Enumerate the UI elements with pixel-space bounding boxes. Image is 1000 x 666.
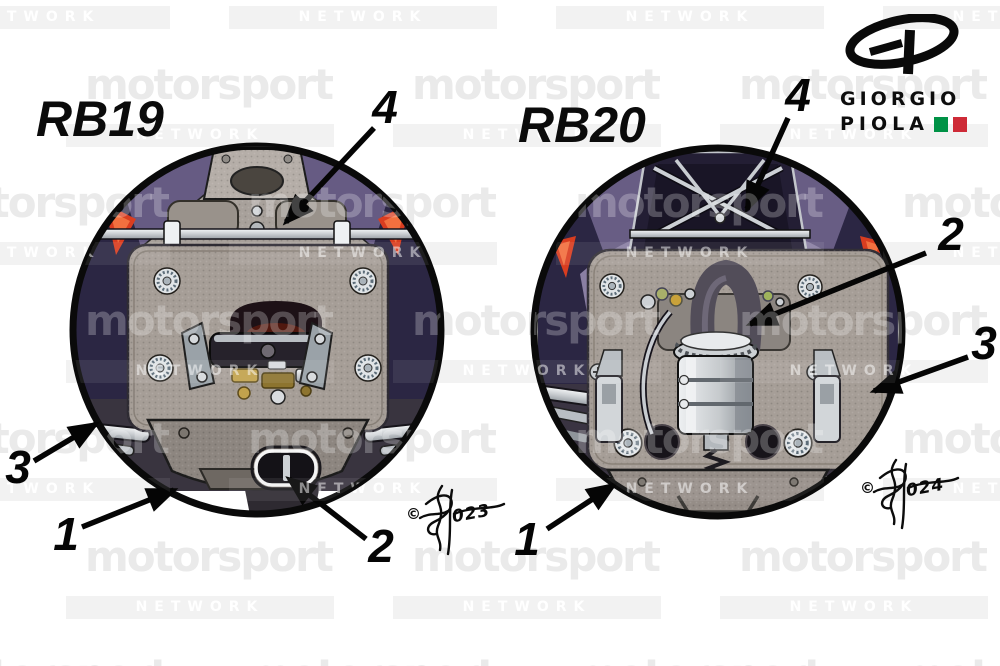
gp-monogram-icon (845, 13, 959, 75)
watermark-network: NETWORK (66, 596, 334, 619)
rb19-washer (145, 353, 175, 383)
signature-rb19: © 023 (400, 478, 506, 568)
signature-copyright: © (406, 505, 421, 523)
rb20-illustration (530, 144, 906, 520)
rb20-circle-ring (530, 144, 906, 520)
watermark-network: NETWORK (393, 596, 661, 619)
rb19-antiroll-bar (73, 220, 441, 248)
watermark-word: motorsport (902, 650, 1000, 666)
model-label-rb19: RB19 (36, 91, 164, 147)
callout-3-rb19: 3 (5, 441, 31, 493)
watermark-word: motorsport (575, 650, 822, 666)
callout-2-rb19: 2 (368, 520, 394, 572)
watermark-network: NETWORK (720, 596, 988, 619)
watermark-word: motorsport (0, 650, 170, 666)
watermark-network: NETWORK (229, 6, 497, 29)
watermark-word: motorsport (902, 650, 1000, 666)
watermark-word: motorsport (575, 650, 824, 666)
callout-2-rb20: 2 (938, 208, 964, 260)
italian-flag-green (933, 116, 948, 132)
watermark-network: NETWORK (66, 596, 334, 619)
rb20-floor-hole (745, 424, 781, 460)
callout-1-rb20: 1 (514, 513, 540, 565)
watermark-network: NETWORK (556, 6, 824, 29)
logo-name-line1: GIORGIO (840, 88, 961, 110)
watermark-network: NETWORK (229, 6, 497, 29)
watermark-word: motorsport (85, 532, 334, 581)
watermark-word: motorsport (85, 532, 332, 581)
rb19-top-bracket (202, 148, 312, 200)
watermark-network: NETWORK (0, 6, 170, 29)
giorgio-piola-logo: GIORGIO PIOLA (840, 13, 980, 135)
rb20-chin (605, 468, 831, 516)
rb20-washer (598, 272, 626, 300)
watermark-network: NETWORK (556, 6, 824, 29)
watermark-network: NETWORK (720, 596, 988, 619)
signature-copyright: © (860, 479, 875, 497)
logo-name-piola: PIOLA (840, 113, 929, 135)
watermark-network: NETWORK (556, 6, 824, 29)
watermark-network: NETWORK (229, 6, 497, 29)
watermark-word: motorsport (85, 532, 332, 581)
rb19-washer (353, 353, 383, 383)
rb20-washer (796, 273, 824, 301)
rb20-floor-hole (644, 424, 680, 460)
watermark-network: NETWORK (0, 6, 170, 29)
rb19-washer (348, 266, 378, 296)
watermark-network: NETWORK (720, 596, 988, 619)
watermark-word: motorsport (0, 650, 168, 666)
watermark-word: motorsport (248, 650, 497, 666)
signature-rb20: © 024 (854, 452, 960, 542)
callout-4-rb19: 4 (372, 81, 398, 133)
watermark-word: motorsport (248, 650, 495, 666)
watermark-network: NETWORK (393, 596, 661, 619)
watermark-word: motorsport (0, 650, 168, 666)
watermark-word: motorsport (575, 650, 822, 666)
watermark-network: NETWORK (393, 596, 661, 619)
rb19-illustration (69, 142, 445, 518)
callout-4-rb20: 4 (785, 69, 811, 121)
italian-flag-red (952, 116, 967, 132)
watermark-word: motorsport (902, 650, 1000, 666)
watermark-network: NETWORK (0, 6, 170, 29)
rb20-washer (782, 427, 814, 459)
rb19-washer (152, 266, 182, 296)
callout-1-rb19: 1 (53, 508, 79, 560)
watermark-word: motorsport (248, 650, 495, 666)
callout-3-rb20: 3 (971, 317, 997, 369)
watermark-network: NETWORK (66, 596, 334, 619)
model-label-rb20: RB20 (518, 97, 646, 153)
logo-name-line2: PIOLA (840, 113, 980, 135)
